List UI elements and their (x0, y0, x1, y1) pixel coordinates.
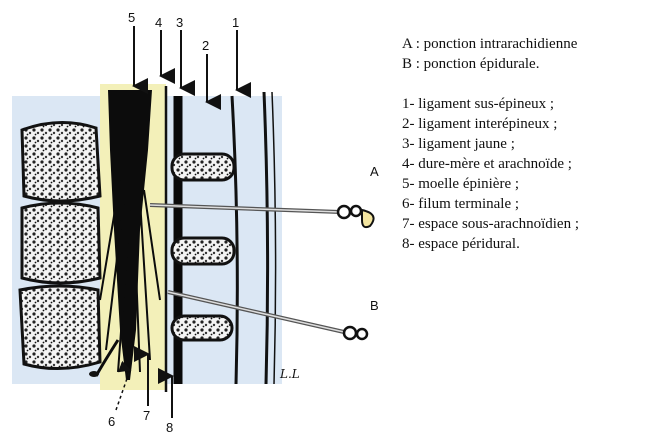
callout-6: 6 (108, 414, 115, 429)
callout-1: 1 (232, 15, 239, 30)
legend-item-5: 5- moelle épinière ; (402, 174, 660, 194)
legend-item-4: 4- dure-mère et arachnoïde ; (402, 154, 660, 174)
callout-4: 4 (155, 15, 162, 30)
artist-signature: L.L (279, 367, 300, 381)
callout-8: 8 (166, 420, 173, 432)
legend-puncture-b: B : ponction épidurale. (402, 54, 660, 74)
vertebral-bodies (20, 122, 100, 368)
callout-7: 7 (143, 408, 150, 423)
legend-item-6: 6- filum terminale ; (402, 194, 660, 214)
needle-label-b: B (370, 298, 379, 313)
callout-2: 2 (202, 38, 209, 53)
legend-item-7: 7- espace sous-arachnoïdien ; (402, 214, 660, 234)
callout-5: 5 (128, 10, 135, 25)
legend-puncture-a: A : ponction intrarachidienne (402, 34, 660, 54)
legend-item-8: 8- espace péridural. (402, 234, 660, 254)
legend-item-2: 2- ligament interépineux ; (402, 114, 660, 134)
legend-item-3: 3- ligament jaune ; (402, 134, 660, 154)
legend: A : ponction intrarachidienne B : poncti… (402, 34, 660, 254)
legend-item-1: 1- ligament sus-épineux ; (402, 94, 660, 114)
needle-label-a: A (370, 164, 379, 179)
callout-3: 3 (176, 15, 183, 30)
